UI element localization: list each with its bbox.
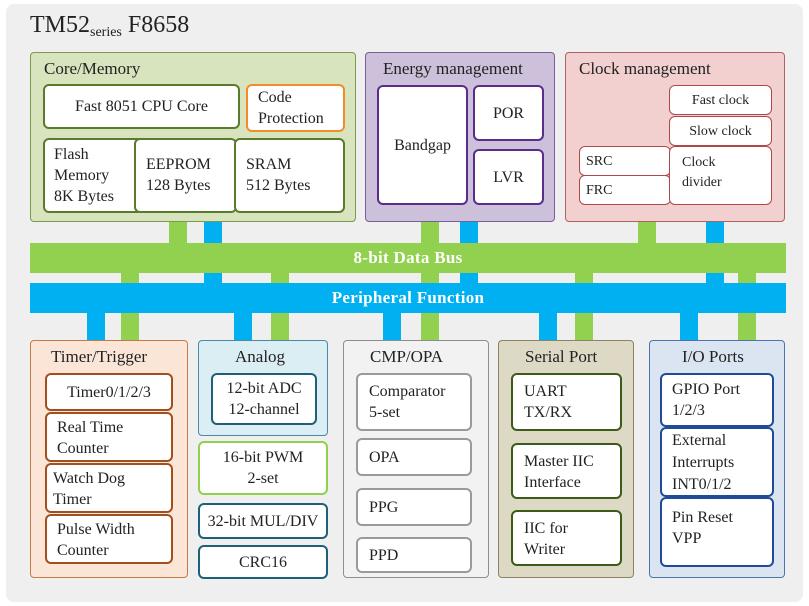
timer-trigger-group: Timer/Trigger Timer0/1/2/3 Real Time Cou…	[30, 340, 188, 578]
clock-data-connector	[638, 220, 656, 246]
pin-reset-box: Pin Reset VPP	[660, 497, 774, 567]
cmp-peripheral-connector	[383, 310, 401, 342]
watch-dog-timer-box: Watch Dog Timer	[45, 463, 173, 513]
serial-port-label: Serial Port	[525, 347, 598, 366]
por-box: POR	[473, 85, 544, 141]
io-ports-group: I/O Ports GPIO Port 1/2/3 External Inter…	[649, 340, 785, 578]
pulse-width-counter-box: Pulse Width Counter	[45, 514, 173, 564]
sram-box: SRAM 512 Bytes	[234, 138, 345, 213]
core-data-connector	[169, 220, 187, 246]
timer-trigger-label: Timer/Trigger	[51, 347, 148, 366]
core-memory-group: Core/Memory Fast 8051 CPU Core Code Prot…	[30, 52, 356, 222]
serial-peripheral-connector	[539, 310, 557, 342]
analog-peripheral-connector	[234, 310, 252, 342]
fast-clock-box: Fast clock	[669, 85, 772, 115]
energy-data-connector	[421, 220, 439, 246]
real-time-counter-box: Real Time Counter	[45, 412, 173, 462]
data-bus: 8-bit Data Bus	[30, 243, 786, 273]
opa-box: OPA	[356, 438, 472, 476]
diagram-title: TM52series F8658	[30, 12, 190, 40]
pwm-box: 16-bit PWM 2-set	[198, 441, 328, 495]
analog-group: Analog 12-bit ADC 12-channel	[198, 340, 328, 436]
io-peripheral-connector	[680, 310, 698, 342]
analog-label: Analog	[235, 347, 286, 366]
energy-management-group: Energy management Bandgap POR LVR	[365, 52, 555, 222]
clock-divider-box: Clock divider	[669, 146, 772, 205]
cpu-core-box: Fast 8051 CPU Core	[43, 84, 240, 129]
lvr-box: LVR	[473, 149, 544, 205]
ppg-box: PPG	[356, 488, 472, 526]
frc-box: FRC	[579, 175, 671, 205]
iic-writer-box: IIC for Writer	[511, 510, 622, 566]
mul-div-box: 32-bit MUL/DIV	[198, 503, 328, 539]
comparator-box: Comparator 5-set	[356, 373, 472, 431]
io-ports-label: I/O Ports	[682, 347, 744, 366]
code-protection-box: Code Protection	[246, 84, 345, 132]
cmp-opa-label: CMP/OPA	[370, 347, 444, 366]
src-box: SRC	[579, 146, 671, 176]
serial-port-group: Serial Port UART TX/RX Master IIC Interf…	[498, 340, 634, 578]
slow-clock-box: Slow clock	[669, 116, 772, 146]
peripheral-bus: Peripheral Function	[30, 283, 786, 313]
clock-management-label: Clock management	[579, 59, 711, 78]
gpio-port-box: GPIO Port 1/2/3	[660, 373, 774, 427]
master-iic-box: Master IIC Interface	[511, 443, 622, 499]
timer0123-box: Timer0/1/2/3	[45, 373, 173, 411]
timer-peripheral-connector	[87, 310, 105, 342]
external-interrupts-box: External Interrupts INT0/1/2	[660, 427, 774, 497]
ppd-box: PPD	[356, 537, 472, 573]
clock-management-group: Clock management Fast clock Slow clock S…	[565, 52, 785, 222]
energy-management-label: Energy management	[383, 59, 523, 78]
eeprom-box: EEPROM 128 Bytes	[134, 138, 237, 213]
crc16-box: CRC16	[198, 545, 328, 579]
uart-box: UART TX/RX	[511, 373, 622, 431]
core-memory-label: Core/Memory	[44, 59, 141, 78]
adc-box: 12-bit ADC 12-channel	[211, 373, 317, 425]
bandgap-box: Bandgap	[377, 85, 468, 205]
flash-memory-box: Flash Memory 8K Bytes	[43, 138, 143, 213]
cmp-opa-group: CMP/OPA Comparator 5-set OPA PPG PPD	[343, 340, 489, 578]
